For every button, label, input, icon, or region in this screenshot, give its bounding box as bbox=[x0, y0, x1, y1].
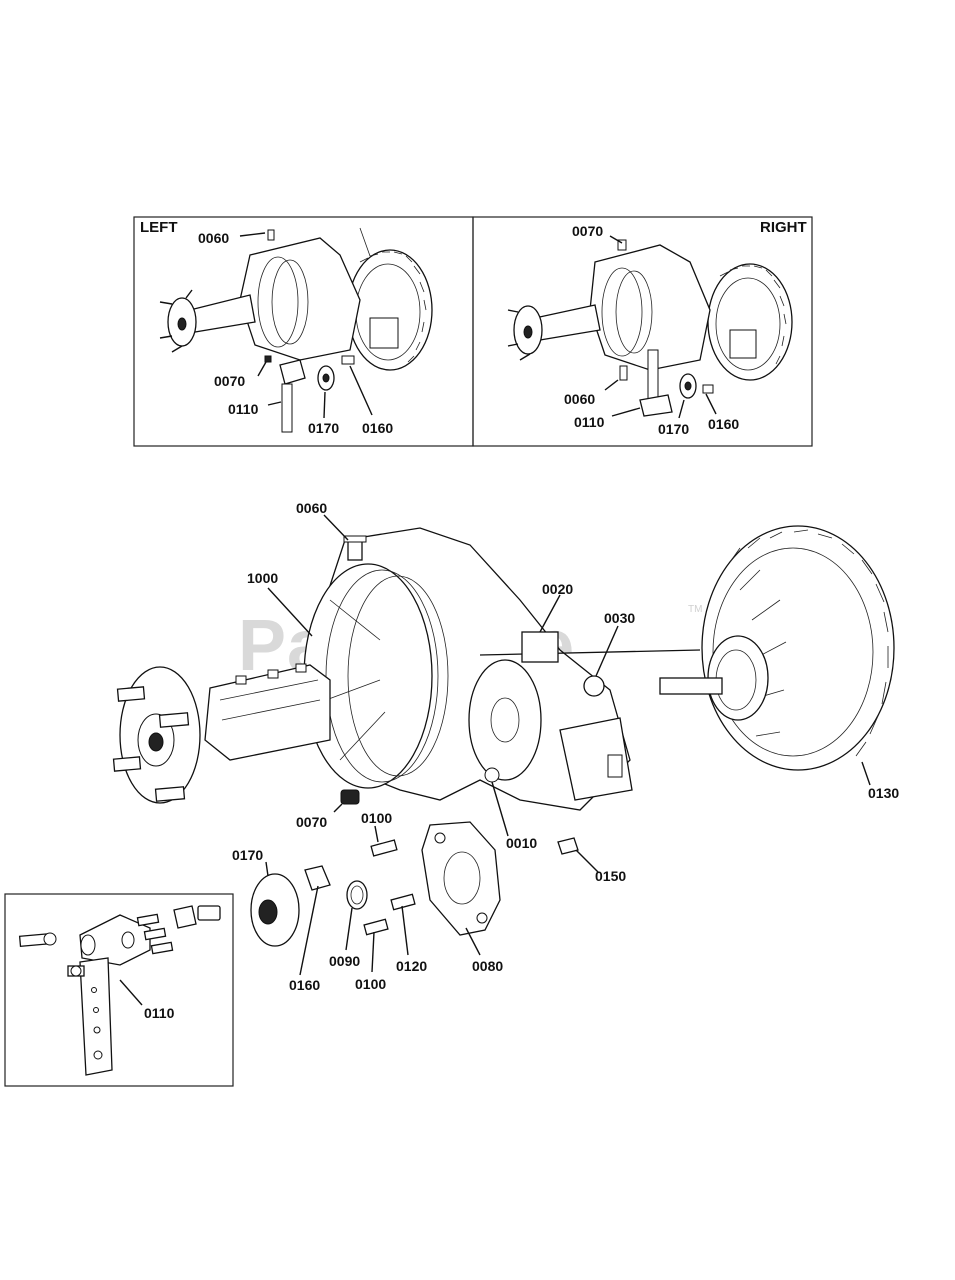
callout-main-1000: 1000 bbox=[247, 570, 278, 586]
callout-left-0160: 0160 bbox=[362, 420, 393, 436]
inset-right-title: RIGHT bbox=[760, 219, 807, 236]
callout-main-0030: 0030 bbox=[604, 610, 635, 626]
callout-main-0100-lower: 0100 bbox=[355, 976, 386, 992]
callout-main-0080: 0080 bbox=[472, 958, 503, 974]
detail-inset-frame bbox=[4, 893, 234, 1087]
callout-right-0160: 0160 bbox=[708, 416, 739, 432]
callout-detail-0110: 0110 bbox=[144, 1005, 175, 1021]
callout-left-0060: 0060 bbox=[198, 230, 229, 246]
inset-right-transaxle-drawing bbox=[507, 239, 793, 417]
callout-main-0060: 0060 bbox=[296, 500, 327, 516]
watermark-trademark: TM bbox=[688, 604, 702, 615]
callout-main-0170: 0170 bbox=[232, 847, 263, 863]
main-transaxle-drawing bbox=[112, 525, 895, 947]
callout-main-0150: 0150 bbox=[595, 868, 626, 884]
callout-left-0170: 0170 bbox=[308, 420, 339, 436]
callout-left-0110: 0110 bbox=[228, 401, 259, 417]
inset-left-transaxle-drawing bbox=[159, 227, 433, 433]
main-leader-lines bbox=[265, 514, 871, 976]
detail-inset-drawing bbox=[18, 905, 221, 1076]
detail-inset-leader-line bbox=[119, 979, 143, 1006]
callout-main-0090: 0090 bbox=[329, 953, 360, 969]
callout-main-0130: 0130 bbox=[868, 785, 899, 801]
callout-right-0110: 0110 bbox=[574, 414, 605, 430]
callout-right-0070: 0070 bbox=[572, 223, 603, 239]
inset-right-frame bbox=[472, 216, 813, 447]
callout-left-0070: 0070 bbox=[214, 373, 245, 389]
inset-left-leader-lines bbox=[239, 232, 373, 419]
callout-main-0070: 0070 bbox=[296, 814, 327, 830]
inset-right-leader-lines bbox=[604, 235, 717, 419]
callout-main-0120: 0120 bbox=[396, 958, 427, 974]
inset-left-title: LEFT bbox=[140, 219, 178, 236]
callout-main-0010: 0010 bbox=[506, 835, 537, 851]
callout-main-0020: 0020 bbox=[542, 581, 573, 597]
callout-main-0160: 0160 bbox=[289, 977, 320, 993]
callout-right-0060: 0060 bbox=[564, 391, 595, 407]
callout-main-0100-upper: 0100 bbox=[361, 810, 392, 826]
callout-right-0170: 0170 bbox=[658, 421, 689, 437]
